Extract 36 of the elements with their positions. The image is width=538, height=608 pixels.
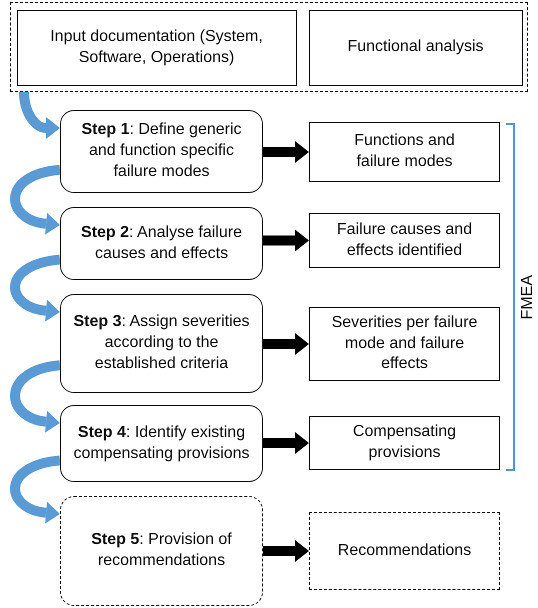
node-text: Severities per failure mode and failure effects: [330, 312, 478, 374]
arrow: [10, 254, 61, 322]
arrow: [10, 164, 61, 235]
step-box: [60, 207, 263, 280]
step-box: [60, 294, 263, 393]
arrow: [10, 456, 61, 524]
step-box: [60, 405, 263, 482]
arrow: [19, 92, 60, 139]
node-text: Compensating provisions: [352, 422, 458, 463]
node-text: Step 4: Identify existing compensating provisions: [72, 422, 251, 464]
node-text: Functional analysis: [347, 37, 484, 58]
arrow: [263, 540, 309, 562]
arrow: [263, 141, 309, 163]
node-text: Failure causes and effects identified: [336, 220, 474, 260]
node-text: Input documentation (System, Software, Operations): [49, 26, 264, 68]
step-box: [60, 110, 263, 193]
result-box: [309, 416, 500, 470]
arrow: [263, 432, 309, 454]
result-box: [309, 307, 500, 381]
node-text: Step 5: Provision of recommendations: [90, 530, 233, 571]
node-text: Functions and failure modes: [353, 131, 456, 172]
result-box: [309, 213, 500, 268]
bracket-label: FMEA: [519, 274, 537, 320]
input-box: [16, 10, 296, 86]
node-text: Step 1: Define generic and function specific failure modes: [80, 120, 243, 182]
arrow: [10, 360, 61, 433]
result-box: [309, 122, 500, 182]
group-frame: [10, 2, 528, 92]
input-box: [308, 10, 522, 86]
node-text: Step 2: Analyse failure causes and effects: [80, 222, 243, 264]
result-box: [309, 512, 500, 590]
arrow: [263, 230, 309, 252]
node-text: Step 3: Assign severities according to the established criteria: [72, 312, 251, 374]
step-box: [60, 496, 263, 606]
node-text: Recommendations: [338, 540, 472, 561]
arrow: [263, 333, 309, 355]
